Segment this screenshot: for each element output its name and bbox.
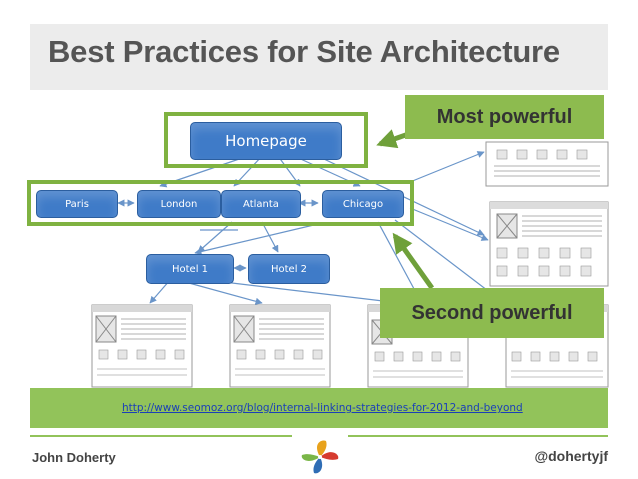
homepage-highlight-box xyxy=(164,112,368,168)
hotel-2-node: Hotel 2 xyxy=(248,254,330,284)
twitter-handle: @dohertyjf xyxy=(534,448,608,464)
author-name: John Doherty xyxy=(32,450,116,465)
wireframe-page-bottom-1 xyxy=(91,304,193,388)
slide-title: Best Practices for Site Architecture xyxy=(48,34,560,69)
wireframe-page-right-top xyxy=(485,141,609,187)
paris-node: Paris xyxy=(36,190,118,218)
url-band xyxy=(30,388,608,428)
footer-divider-left xyxy=(30,435,292,437)
second-powerful-callout: Second powerful xyxy=(380,288,604,338)
chicago-node: Chicago xyxy=(322,190,404,218)
footer-divider-right xyxy=(348,435,608,437)
title-band xyxy=(30,24,608,90)
wireframe-page-right-middle xyxy=(489,201,609,287)
most-powerful-callout: Most powerful xyxy=(405,95,604,139)
source-link[interactable]: http://www.seomoz.org/blog/internal-link… xyxy=(122,402,523,414)
london-node: London xyxy=(137,190,221,218)
site-architecture-diagram: Homepage Paris London Atlanta Chicago Ho… xyxy=(0,90,638,390)
category-highlight-box xyxy=(27,180,414,226)
atlanta-node: Atlanta xyxy=(221,190,301,218)
second-powerful-arrow xyxy=(392,232,435,290)
diagram-canvas xyxy=(27,112,609,388)
homepage-node: Homepage xyxy=(190,122,342,160)
hotel-1-node: Hotel 1 xyxy=(146,254,234,284)
wireframe-page-bottom-2 xyxy=(229,304,331,388)
pinwheel-logo xyxy=(301,440,339,474)
